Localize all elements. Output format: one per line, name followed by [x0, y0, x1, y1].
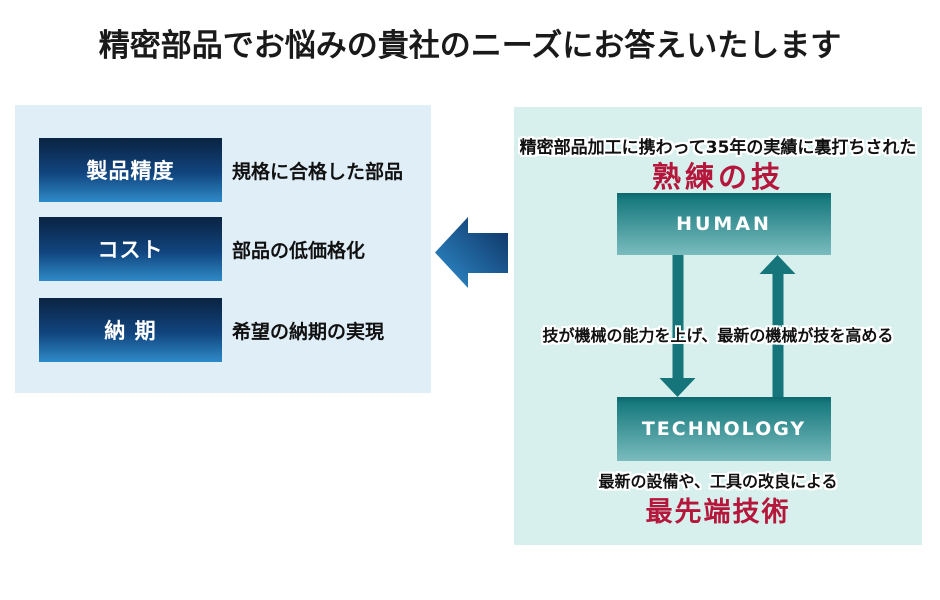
human-box-label: HUMAN	[676, 213, 772, 235]
technology-to-human-arrow-icon	[759, 255, 796, 397]
needs-panel: 製品精度 規格に合格した部品 コスト 部品の低価格化 納 期 希望の納期の実現	[15, 105, 431, 393]
need-chip-precision-label: 製品精度	[86, 159, 175, 183]
solution-top-caption: 精密部品加工に携わって35年の実績に裏打ちされた	[519, 138, 917, 158]
solution-bottom-caption: 最新の設備や、工具の改良による	[598, 472, 838, 491]
solution-panel: 精密部品加工に携わって35年の実績に裏打ちされた 熟練の技 HUMAN 技が機械…	[514, 107, 922, 545]
need-chip-delivery-label: 納 期	[104, 319, 157, 343]
need-chip-precision: 製品精度	[39, 138, 222, 202]
human-box: HUMAN	[617, 193, 831, 255]
need-chip-delivery: 納 期	[39, 298, 222, 362]
need-desc-delivery: 希望の納期の実現	[232, 320, 385, 343]
human-to-technology-arrow-icon	[659, 255, 696, 397]
solution-bottom-highlight: 最先端技術	[645, 497, 791, 528]
page-title: 精密部品でお悩みの貴社のニーズにお答えいたします	[98, 28, 842, 64]
technology-box-label: TECHNOLOGY	[641, 418, 807, 440]
need-desc-precision: 規格に合格した部品	[232, 160, 404, 183]
left-arrow-icon	[435, 217, 508, 288]
need-desc-cost: 部品の低価格化	[232, 239, 366, 262]
need-chip-cost: コスト	[39, 217, 222, 281]
technology-box: TECHNOLOGY	[617, 397, 831, 461]
need-chip-cost-label: コスト	[97, 238, 164, 262]
solution-interaction-caption: 技が機械の能力を上げ、最新の機械が技を高める	[542, 326, 894, 345]
solution-top-highlight: 熟練の技	[651, 160, 784, 194]
